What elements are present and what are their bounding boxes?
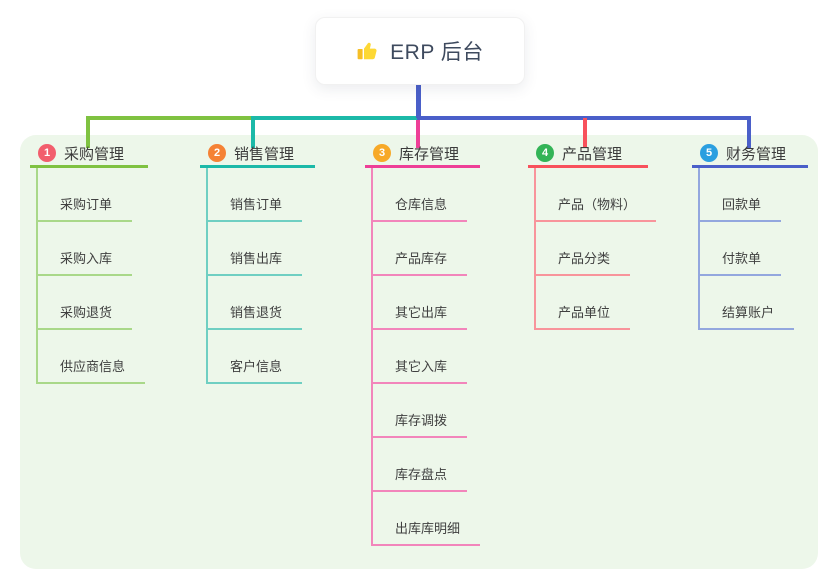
mindmap-child-node[interactable]: 库存盘点 bbox=[373, 438, 467, 492]
branch-number-badge: 2 bbox=[208, 144, 226, 162]
connector-drop-purchase bbox=[86, 116, 90, 148]
branch-label: 采购管理 bbox=[64, 145, 125, 163]
branch-node-inventory[interactable]: 3 库存管理 bbox=[365, 144, 480, 168]
child-node-label: 结算账户 bbox=[722, 305, 775, 320]
mindmap-child-node[interactable]: 产品单位 bbox=[536, 276, 630, 330]
connector-drop-sales bbox=[251, 116, 255, 148]
branch-node-purchase[interactable]: 1 采购管理 bbox=[30, 144, 148, 168]
mindmap-child-node[interactable]: 销售出库 bbox=[208, 222, 302, 276]
branch-label: 销售管理 bbox=[234, 145, 295, 163]
connector-drop-finance bbox=[747, 118, 751, 148]
branch-inventory-management: 3 库存管理 仓库信息产品库存其它出库其它入库库存调拨库存盘点出库库明细 bbox=[365, 144, 480, 546]
mindmap-child-node[interactable]: 其它入库 bbox=[373, 330, 467, 384]
root-node-label: ERP 后台 bbox=[390, 41, 484, 64]
child-node-label: 产品（物料） bbox=[558, 197, 637, 212]
child-node-label: 库存调拨 bbox=[395, 413, 448, 428]
mindmap-child-node[interactable]: 产品（物料） bbox=[536, 168, 656, 222]
child-node-label: 回款单 bbox=[722, 197, 762, 212]
branches-background-panel bbox=[20, 135, 818, 569]
mindmap-child-node[interactable]: 产品分类 bbox=[536, 222, 630, 276]
child-node-label: 客户信息 bbox=[230, 359, 283, 374]
child-node-label: 产品库存 bbox=[395, 251, 448, 266]
mindmap-child-node[interactable]: 客户信息 bbox=[208, 330, 302, 384]
mindmap-child-node[interactable]: 供应商信息 bbox=[38, 330, 145, 384]
branch-label: 库存管理 bbox=[399, 145, 460, 163]
branch-children-product: 产品（物料） 产品分类产品单位 bbox=[534, 168, 656, 330]
branch-number-badge: 5 bbox=[700, 144, 718, 162]
child-node-label: 采购退货 bbox=[60, 305, 113, 320]
branch-purchase-management: 1 采购管理 采购订单采购入库采购退货供应商信息 bbox=[30, 144, 148, 384]
mindmap-child-node[interactable]: 回款单 bbox=[700, 168, 781, 222]
mindmap-child-node[interactable]: 出库库明细 bbox=[373, 492, 480, 546]
branch-label: 财务管理 bbox=[726, 145, 787, 163]
child-node-label: 采购订单 bbox=[60, 197, 113, 212]
child-node-label: 出库库明细 bbox=[395, 521, 461, 536]
connector-bus-green bbox=[86, 116, 253, 120]
mindmap-child-node[interactable]: 产品库存 bbox=[373, 222, 467, 276]
child-node-label: 其它入库 bbox=[395, 359, 448, 374]
branch-product-management: 4 产品管理 产品（物料） 产品分类产品单位 bbox=[528, 144, 656, 330]
mindmap-child-node[interactable]: 结算账户 bbox=[700, 276, 794, 330]
branch-node-sales[interactable]: 2 销售管理 bbox=[200, 144, 315, 168]
root-node-erp[interactable]: ERP 后台 bbox=[315, 17, 525, 85]
child-node-label: 销售订单 bbox=[230, 197, 283, 212]
connector-bus-teal bbox=[253, 116, 417, 120]
child-node-label: 仓库信息 bbox=[395, 197, 448, 212]
branch-children-finance: 回款单付款单结算账户 bbox=[698, 168, 808, 330]
child-node-label: 销售出库 bbox=[230, 251, 283, 266]
child-node-label: 其它出库 bbox=[395, 305, 448, 320]
mindmap-child-node[interactable]: 采购订单 bbox=[38, 168, 132, 222]
mindmap-child-node[interactable]: 库存调拨 bbox=[373, 384, 467, 438]
connector-drop-inventory bbox=[416, 120, 420, 148]
branch-children-purchase: 采购订单采购入库采购退货供应商信息 bbox=[36, 168, 148, 384]
child-node-label: 采购入库 bbox=[60, 251, 113, 266]
branch-label: 产品管理 bbox=[562, 145, 623, 163]
child-node-label: 产品分类 bbox=[558, 251, 611, 266]
child-node-label: 库存盘点 bbox=[395, 467, 448, 482]
mindmap-child-node[interactable]: 采购入库 bbox=[38, 222, 132, 276]
mindmap-child-node[interactable]: 采购退货 bbox=[38, 276, 132, 330]
child-node-label: 产品单位 bbox=[558, 305, 611, 320]
branch-sales-management: 2 销售管理 销售订单销售出库销售退货客户信息 bbox=[200, 144, 315, 384]
mindmap-child-node[interactable]: 销售订单 bbox=[208, 168, 302, 222]
child-node-label: 供应商信息 bbox=[60, 359, 126, 374]
thumbs-up-icon bbox=[357, 42, 377, 60]
connector-drop-product bbox=[583, 118, 587, 148]
mindmap-child-node[interactable]: 付款单 bbox=[700, 222, 781, 276]
mindmap-child-node[interactable]: 销售退货 bbox=[208, 276, 302, 330]
child-node-label: 销售退货 bbox=[230, 305, 283, 320]
mindmap-child-node[interactable]: 仓库信息 bbox=[373, 168, 467, 222]
root-trunk-connector bbox=[416, 84, 421, 118]
branch-children-sales: 销售订单销售出库销售退货客户信息 bbox=[206, 168, 315, 384]
branch-node-finance[interactable]: 5 财务管理 bbox=[692, 144, 808, 168]
mindmap-child-node[interactable]: 其它出库 bbox=[373, 276, 467, 330]
branch-node-product[interactable]: 4 产品管理 bbox=[528, 144, 648, 168]
branch-children-inventory: 仓库信息产品库存其它出库其它入库库存调拨库存盘点出库库明细 bbox=[371, 168, 480, 546]
branch-number-badge: 3 bbox=[373, 144, 391, 162]
child-node-label: 付款单 bbox=[722, 251, 762, 266]
branch-finance-management: 5 财务管理 回款单付款单结算账户 bbox=[692, 144, 808, 330]
branch-number-badge: 4 bbox=[536, 144, 554, 162]
branch-number-badge: 1 bbox=[38, 144, 56, 162]
